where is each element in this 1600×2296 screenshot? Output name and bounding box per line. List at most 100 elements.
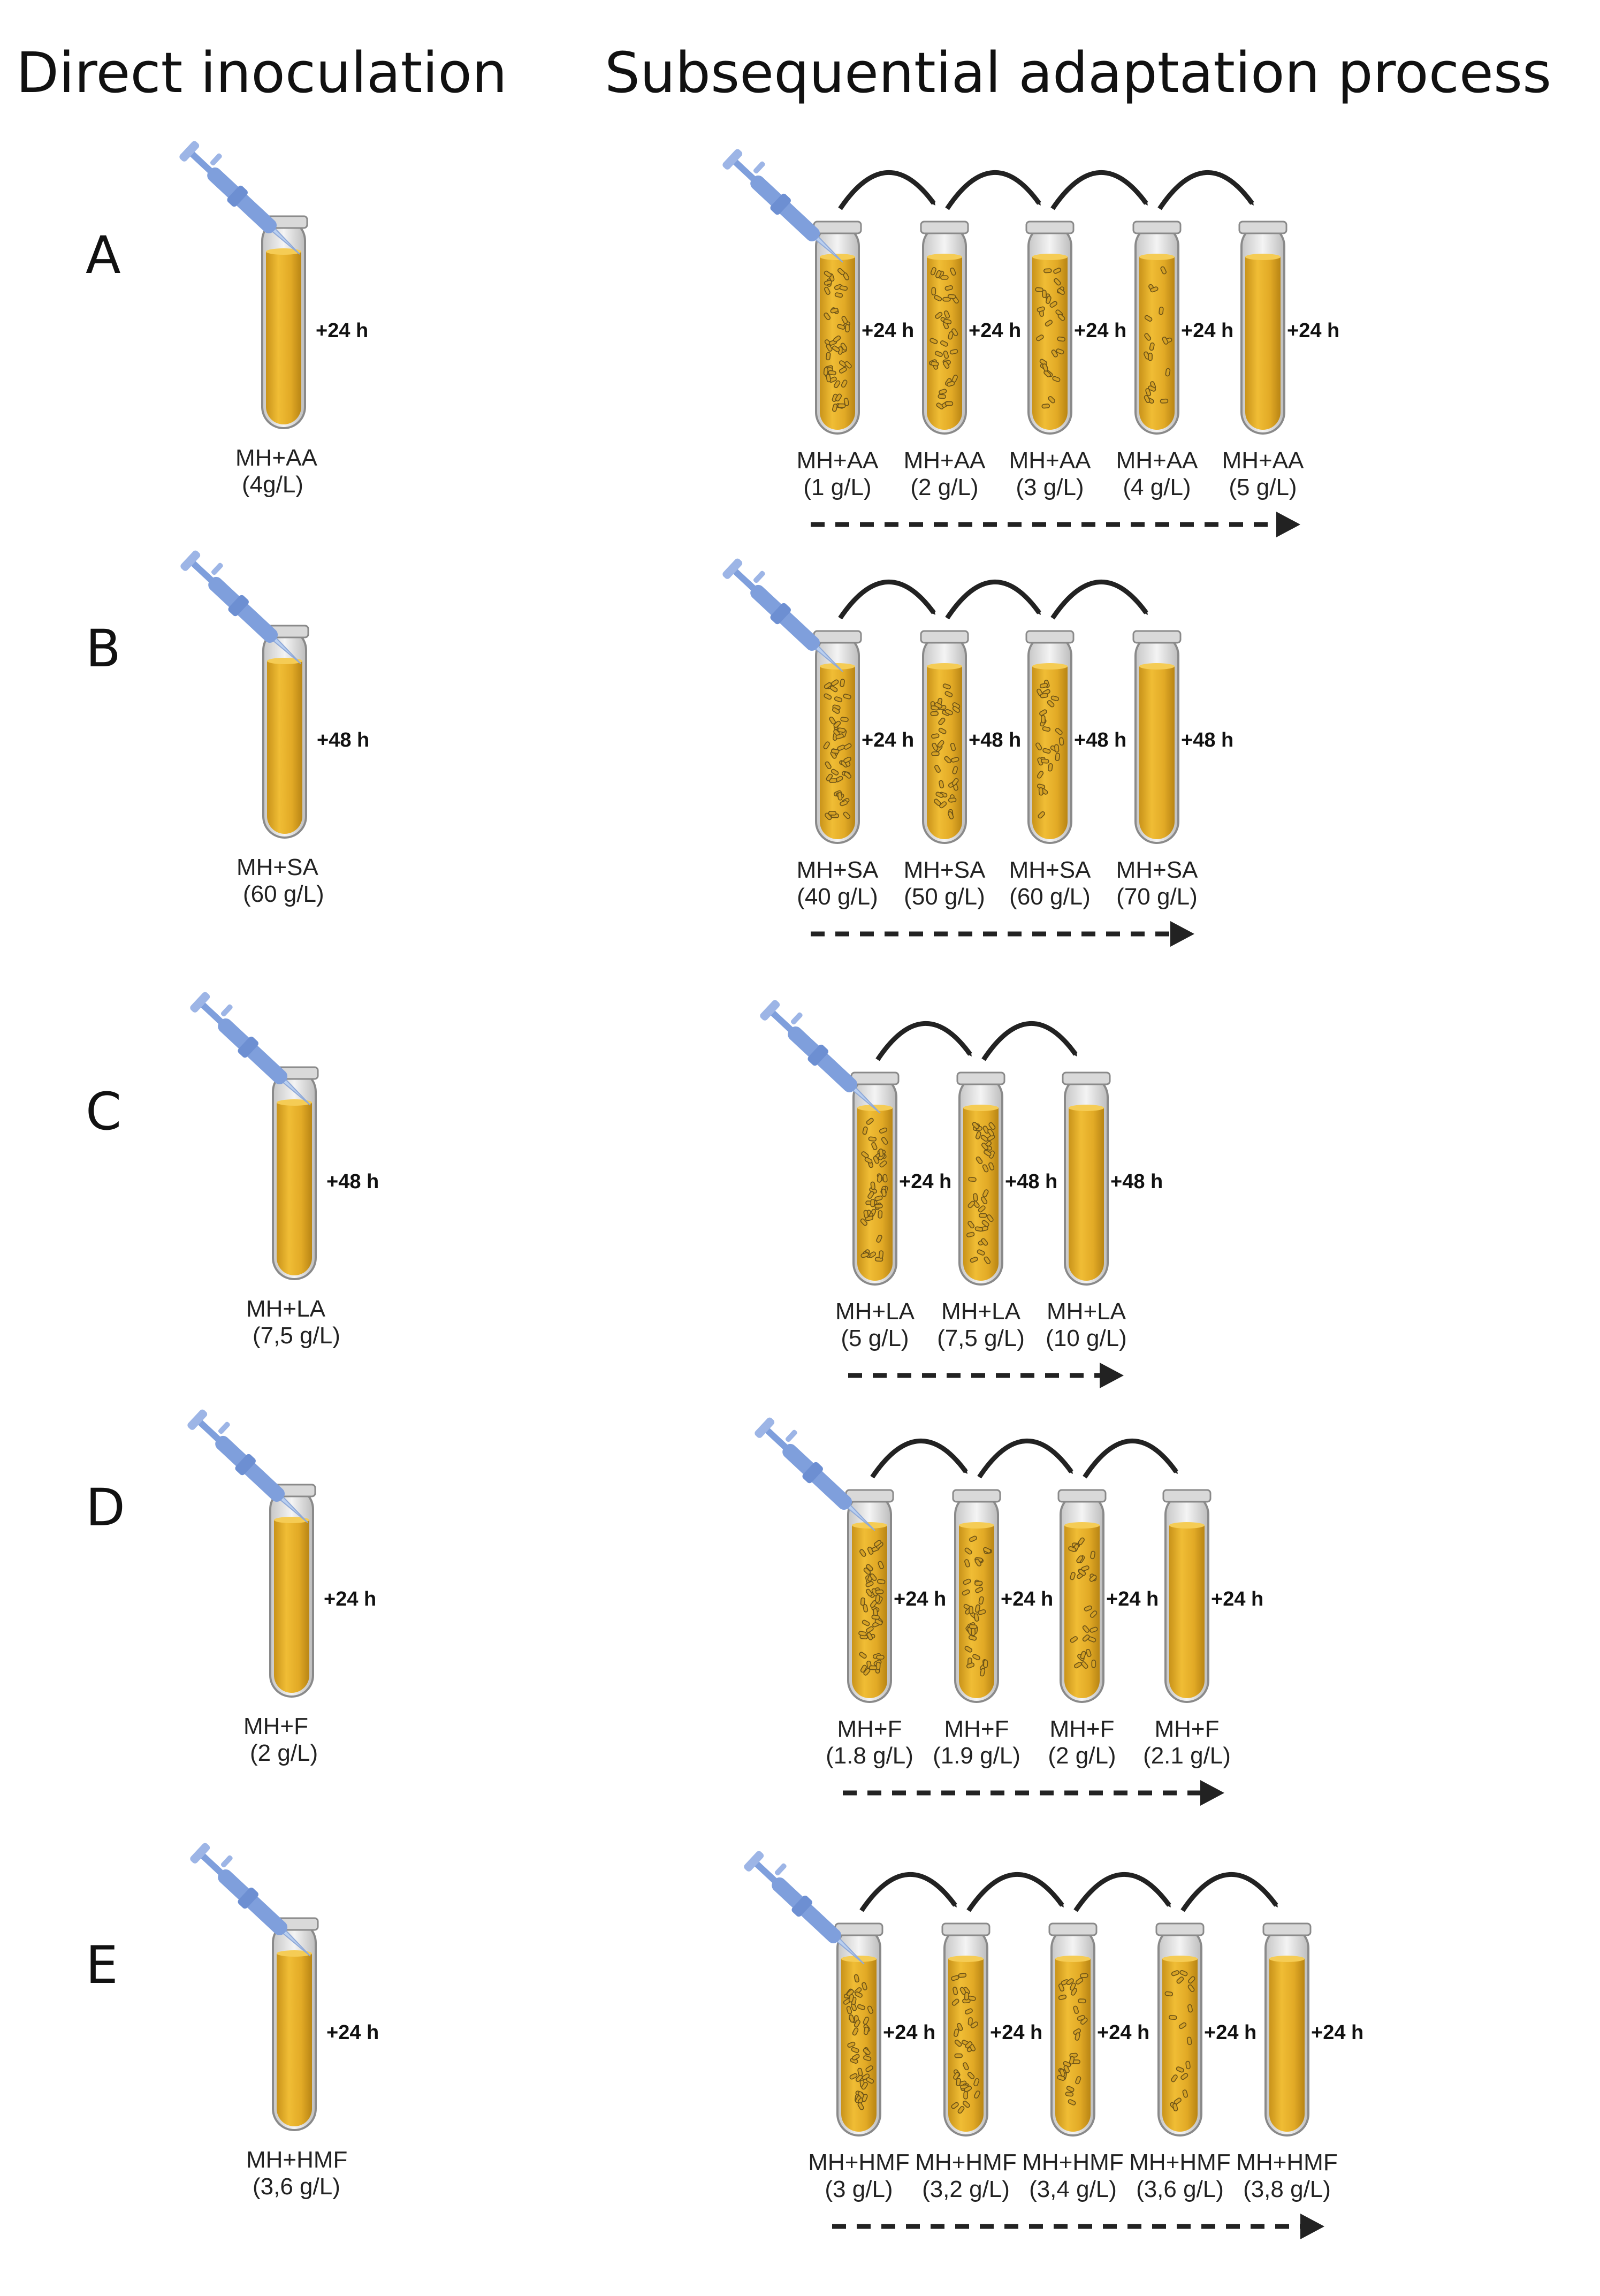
bacterium [834, 696, 843, 703]
bacterium [1187, 2004, 1193, 2013]
bacterium [980, 1135, 988, 1142]
bacterium [972, 1654, 980, 1661]
bacterium [973, 1613, 979, 1622]
bacterium [952, 766, 958, 774]
bacterium [843, 811, 851, 819]
bacterium [1046, 295, 1052, 304]
bacteria-cells [843, 1974, 874, 2110]
step-conc-label: (5 g/L) [1229, 474, 1297, 500]
pipette-button [722, 149, 743, 170]
step-conc-label: (50 g/L) [904, 884, 985, 910]
bacterium [862, 1126, 868, 1135]
bacterium [1040, 714, 1046, 724]
adaptation-step: +24 hMH+F(2.1 g/L) [1143, 1489, 1263, 1769]
tube-liquid [266, 252, 301, 424]
bacterium [968, 1176, 977, 1182]
bacterium [1176, 1976, 1184, 1984]
bacterium [944, 756, 952, 764]
bacterium [1055, 728, 1063, 735]
step-conc-label: (3 g/L) [1016, 474, 1084, 500]
bacterium [852, 2027, 859, 2036]
tube-liquid-top [277, 1103, 312, 1124]
bacterium [837, 324, 845, 330]
bacterium [946, 381, 955, 387]
bacterium [823, 367, 829, 376]
tube-rim [1162, 1489, 1212, 1503]
bacterium [1048, 763, 1053, 772]
bacterium [1178, 2022, 1187, 2029]
bacterium [1078, 1569, 1086, 1576]
sequential-adaptation: +24 hMH+HMF(3 g/L)+24 hMH+HMF(3,2 g/L)+2… [744, 1851, 1363, 2239]
tube-liquid-top [820, 666, 855, 688]
pipette-hook [753, 571, 765, 583]
bacterium [845, 324, 850, 333]
bacterium [1066, 1978, 1074, 1985]
sequential-adaptation: +24 hMH+F(1.8 g/L)+24 hMH+F(1.9 g/L)+24 … [755, 1417, 1263, 1806]
bacterium [1035, 742, 1042, 751]
bacterium [1077, 2014, 1085, 2021]
bacterium [863, 1567, 871, 1575]
bacteria-cells [1068, 1537, 1098, 1669]
bacterium [874, 1204, 883, 1208]
pipette-hook [218, 1421, 230, 1434]
pipette-body [215, 1435, 285, 1502]
bacterium [1070, 1572, 1076, 1580]
bacterium [879, 1160, 887, 1168]
bacterium [864, 1157, 873, 1164]
bacterium [1085, 1648, 1092, 1658]
bacterium [824, 279, 833, 286]
bacterium [935, 792, 944, 798]
bacterium [937, 740, 944, 748]
tube-meniscus [1169, 1522, 1205, 1529]
bacterium [1070, 1987, 1078, 1996]
bacterium [1089, 1626, 1098, 1633]
tube-liquid-top [1169, 1525, 1205, 1547]
direct-medium-label: MH+LA [246, 1296, 326, 1322]
bacterium [831, 748, 840, 754]
bacterium [964, 1646, 973, 1653]
adaptation-tube [941, 1922, 991, 2137]
direct-pipette [180, 550, 301, 664]
tube-liquid [1245, 257, 1281, 430]
sequential-adaptation: +24 hMH+SA(40 g/L)+48 hMH+SA(50 g/L)+48 … [722, 558, 1233, 947]
pipette-grip [770, 603, 791, 625]
bacterium [833, 720, 841, 728]
adaptation-step: +24 hMH+HMF(3,4 g/L) [1022, 1872, 1171, 2202]
pipette-button [179, 141, 200, 162]
bacterium [826, 773, 833, 781]
bacterium [943, 351, 949, 359]
sequential-pipette [755, 1417, 875, 1531]
tube-rim [920, 630, 969, 644]
pipette-body [772, 1877, 842, 1943]
bacterium [1042, 726, 1051, 732]
bacterium [1171, 2074, 1178, 2082]
bacterium [1082, 1625, 1089, 1633]
direct-time-label: +24 h [326, 2021, 379, 2044]
bacteria-cells [966, 1122, 996, 1265]
bacterium [865, 1581, 874, 1587]
tube-meniscus [274, 1517, 309, 1523]
tube-liquid-top [1069, 1108, 1104, 1129]
row-e: E+24 hMH+HMF(3,6 g/L)+24 hMH+HMF(3 g/L)+… [86, 1843, 1363, 2239]
bacterium [981, 1143, 989, 1150]
bacterium [1159, 306, 1164, 315]
tube-rim [1132, 630, 1182, 644]
bacterium [867, 2005, 874, 2014]
pipette-plunger [733, 159, 757, 183]
bacterium [865, 1588, 873, 1596]
bacterium [1039, 709, 1047, 716]
bacterium [863, 2017, 870, 2025]
tube-meniscus [927, 663, 962, 670]
bacterium [1084, 1605, 1092, 1611]
step-time-label: +24 h [1106, 1588, 1159, 1610]
adaptation-step: +48 hMH+SA(60 g/L) [1009, 579, 1148, 910]
bacterium [975, 1586, 984, 1593]
bacterium [862, 2094, 868, 2102]
direct-inoculation: +24 hMH+AA(4g/L) [179, 141, 368, 498]
bacterium [984, 1150, 992, 1157]
adaptation-step: +24 hMH+AA(2 g/L) [904, 170, 1041, 500]
bacterium [964, 1559, 970, 1568]
bacterium [953, 2072, 960, 2080]
adaptation-tube [1025, 221, 1075, 435]
bacterium [823, 741, 830, 749]
